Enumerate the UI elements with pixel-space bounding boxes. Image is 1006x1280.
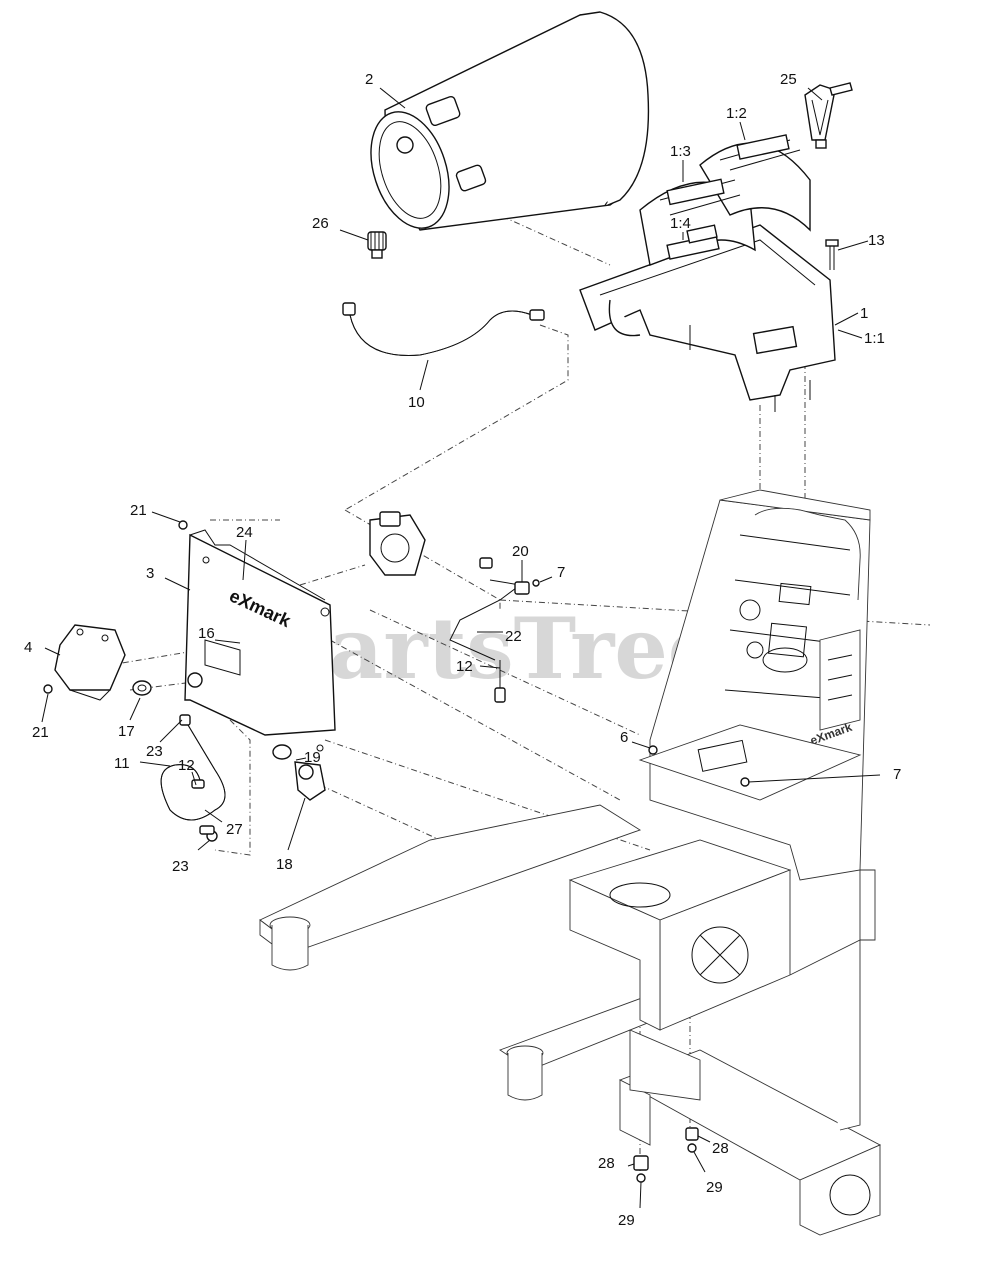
callout-12-lower: 12 bbox=[178, 757, 195, 774]
fuel-line-12-upper bbox=[494, 660, 506, 703]
callout-28-right: 28 bbox=[712, 1140, 729, 1157]
callout-12-upper: 12 bbox=[456, 658, 473, 675]
callout-6: 6 bbox=[620, 729, 628, 746]
callout-10: 10 bbox=[408, 394, 425, 411]
grommet bbox=[132, 680, 152, 696]
callout-19: 19 bbox=[304, 749, 321, 766]
callout-2: 2 bbox=[365, 71, 373, 88]
callout-22: 22 bbox=[505, 628, 522, 645]
callout-21-top: 21 bbox=[130, 502, 147, 519]
screws-21 bbox=[43, 520, 188, 694]
callout-3: 3 bbox=[146, 565, 154, 582]
mower-frame: eXmark bbox=[259, 489, 882, 1236]
retaining-pin bbox=[804, 82, 853, 149]
callout-13: 13 bbox=[868, 232, 885, 249]
leader-lines bbox=[41, 87, 881, 1209]
callout-1-1: 1:1 bbox=[864, 330, 885, 347]
callout-7-lower: 7 bbox=[893, 766, 901, 783]
callout-labels: 2 25 1:2 1:3 26 1:4 13 1 1:1 10 21 24 20… bbox=[24, 71, 901, 1229]
callout-23-upper: 23 bbox=[146, 743, 163, 760]
callout-20: 20 bbox=[512, 543, 529, 560]
callout-25: 25 bbox=[780, 71, 797, 88]
callout-24: 24 bbox=[236, 524, 253, 541]
tank-bracket bbox=[579, 134, 836, 412]
callout-7-upper: 7 bbox=[557, 564, 565, 581]
callout-1: 1 bbox=[860, 305, 868, 322]
callout-21-bottom: 21 bbox=[32, 724, 49, 741]
regulator bbox=[369, 511, 426, 576]
callout-4: 4 bbox=[24, 639, 32, 656]
propane-tank bbox=[370, 11, 650, 231]
callout-11: 11 bbox=[114, 755, 130, 772]
callout-1-4: 1:4 bbox=[670, 215, 691, 232]
bolt-13 bbox=[825, 239, 839, 270]
watermark: PartsTree bbox=[268, 599, 721, 698]
assembly-guide-lines bbox=[109, 194, 931, 1180]
callout-18: 18 bbox=[276, 856, 293, 873]
fuel-line-22 bbox=[449, 557, 530, 661]
callout-16: 16 bbox=[198, 625, 215, 642]
callout-17: 17 bbox=[118, 723, 135, 740]
valve-adapter bbox=[367, 231, 387, 259]
callout-1-2: 1:2 bbox=[726, 105, 747, 122]
callout-28-left: 28 bbox=[598, 1155, 615, 1172]
callout-1-3: 1:3 bbox=[670, 143, 691, 160]
hose-assembly-11 bbox=[160, 714, 226, 842]
fuel-hose-10 bbox=[342, 302, 545, 356]
small-cover bbox=[54, 624, 126, 701]
side-shield: eXmark bbox=[184, 529, 336, 736]
callout-29-left: 29 bbox=[618, 1212, 635, 1229]
callout-29-right: 29 bbox=[706, 1179, 723, 1196]
callout-27: 27 bbox=[226, 821, 243, 838]
callout-26: 26 bbox=[312, 215, 329, 232]
pressure-switch-18 bbox=[294, 744, 326, 801]
callout-23-lower: 23 bbox=[172, 858, 189, 875]
hose-clamp-19 bbox=[272, 744, 292, 760]
spacers-28 bbox=[633, 1127, 699, 1171]
